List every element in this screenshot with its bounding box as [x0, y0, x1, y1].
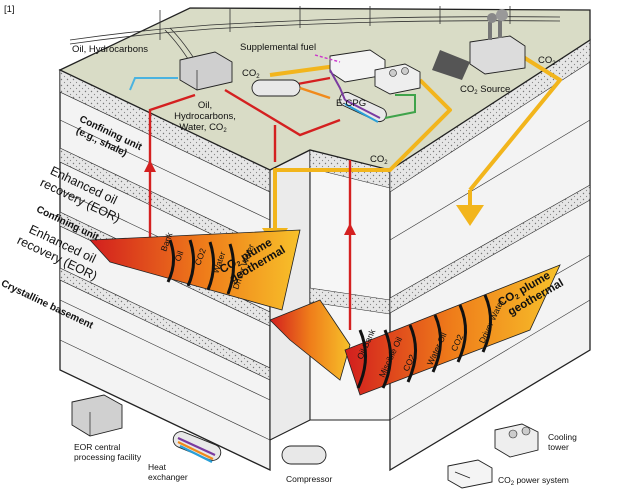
- co2-yellow-flow: [269, 53, 562, 245]
- right-plume: [344, 264, 561, 396]
- supplemental-fuel-label: Supplemental fuel: [240, 42, 316, 53]
- notch-faces: [269, 149, 391, 441]
- co2-label-1: CO2: [242, 68, 260, 80]
- oil-hydrocarbons-line: [129, 77, 178, 91]
- legend-eor-facility-icon: [71, 394, 123, 437]
- cooling-tower-surface: [374, 63, 421, 95]
- co2-label-3: CO2: [370, 154, 388, 166]
- legend-heat-line1: Heat: [148, 462, 167, 472]
- ecpg-label: E-CPG: [336, 98, 366, 109]
- legend-compressor-icon: [281, 445, 327, 465]
- svg-text:Oil: Oil: [172, 249, 185, 262]
- legend-cooling-line1: Cooling: [548, 432, 577, 442]
- purple-fuel-loop: [329, 69, 346, 101]
- orange-feed-line: [299, 86, 331, 100]
- products-label-1: Oil,: [198, 100, 212, 111]
- products-label-3: Water, CO2: [179, 122, 227, 134]
- oil-hydrocarbons-label: Oil, Hydrocarbons: [72, 44, 148, 55]
- legend-power-system: CO2 power system: [498, 475, 569, 487]
- green-cooling-loop: [384, 94, 416, 119]
- legend-power-system-icon: [447, 459, 493, 489]
- figure-ref: [1]: [4, 4, 15, 15]
- legend-cooling-line2: tower: [548, 442, 569, 452]
- supplemental-fuel-line: [314, 54, 341, 63]
- lower-notch-plume: [269, 299, 351, 381]
- legend-compressor: Compressor: [286, 474, 332, 484]
- left-plume: [89, 229, 301, 311]
- ground-surface: [58, 7, 591, 171]
- co2-label-2: CO2: [538, 55, 556, 67]
- co2-source-label: CO2 Source: [460, 84, 510, 96]
- eor-facility-surface: [179, 51, 233, 91]
- co2-down-arrow-right: [456, 205, 484, 226]
- legend-heat-exchanger-icon: [172, 431, 222, 463]
- co2-source-plant: [432, 9, 526, 80]
- legend-cooling-tower-icon: [494, 423, 539, 458]
- legend-eor-line1: EOR central: [74, 442, 120, 452]
- legend-eor-line2: processing facility: [74, 452, 142, 462]
- red-up-arrow-left: [144, 160, 156, 172]
- compressor-surface: [251, 79, 301, 97]
- products-label-2: Hydrocarbons,: [174, 111, 236, 122]
- red-up-arrow-right: [344, 223, 356, 235]
- legend-heat-line2: exchanger: [148, 472, 188, 482]
